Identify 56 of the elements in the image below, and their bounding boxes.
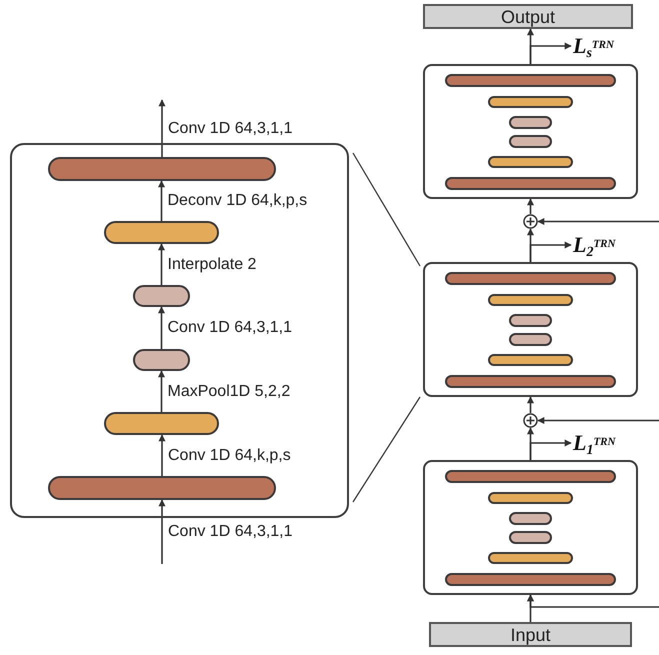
zoom-line xyxy=(352,152,421,266)
layer-bar xyxy=(509,333,552,346)
module-box xyxy=(423,460,638,595)
arrow xyxy=(527,594,659,608)
layer-bar xyxy=(104,221,219,244)
edge-label: Deconv 1D 64,k,p,s xyxy=(166,193,308,209)
arrow xyxy=(527,198,534,214)
layer-bar xyxy=(488,492,573,504)
edge-label: Interpolate 2 xyxy=(166,256,258,272)
zoom-line xyxy=(352,396,420,502)
layer-bar xyxy=(509,314,552,327)
layer-bar xyxy=(488,354,573,366)
layer-bar xyxy=(445,177,616,190)
layer-bar xyxy=(488,96,573,108)
arrow xyxy=(158,243,165,285)
edge-label: MaxPool1D 5,2,2 xyxy=(166,384,292,400)
layer-bar xyxy=(445,470,616,483)
layer-bar xyxy=(509,135,552,148)
layer-bar xyxy=(133,349,190,371)
layer-bar xyxy=(488,294,573,306)
input-box: Input xyxy=(429,622,632,647)
layer-bar xyxy=(488,156,573,168)
layer-bar xyxy=(445,74,616,87)
layer-bar xyxy=(445,573,616,586)
layer-bar xyxy=(509,116,552,129)
arrow xyxy=(158,180,165,221)
layer-bar xyxy=(509,512,552,525)
layer-bar xyxy=(445,272,616,285)
sum-circle xyxy=(523,214,538,229)
edge-label: Conv 1D 64,3,1,1 xyxy=(167,524,294,540)
sum-circle xyxy=(523,413,538,428)
arrow xyxy=(158,306,165,349)
arrow xyxy=(530,440,572,460)
layer-bar xyxy=(133,285,190,307)
layer-bar xyxy=(445,375,616,388)
edge-label: Conv 1D 64,k,p,s xyxy=(167,448,292,464)
output-box: Output xyxy=(423,4,633,29)
layer-bar xyxy=(488,552,573,564)
module-box xyxy=(423,64,638,199)
module-box xyxy=(423,262,638,397)
layer-bar xyxy=(48,476,276,500)
arrow xyxy=(530,42,572,64)
arrow xyxy=(158,370,165,412)
layer-bar xyxy=(104,412,219,435)
arrow xyxy=(158,499,166,564)
arrow xyxy=(158,99,166,157)
detail-panel xyxy=(10,143,349,518)
arrow xyxy=(530,242,572,262)
edge-label: Conv 1D 64,3,1,1 xyxy=(167,120,294,136)
arrow xyxy=(158,434,166,476)
layer-bar xyxy=(509,531,552,544)
edge-label: Conv 1D 64,3,1,1 xyxy=(166,320,294,336)
layer-bar xyxy=(48,157,276,181)
arrow xyxy=(537,218,659,225)
arrow xyxy=(537,417,659,424)
arrow xyxy=(527,396,534,413)
